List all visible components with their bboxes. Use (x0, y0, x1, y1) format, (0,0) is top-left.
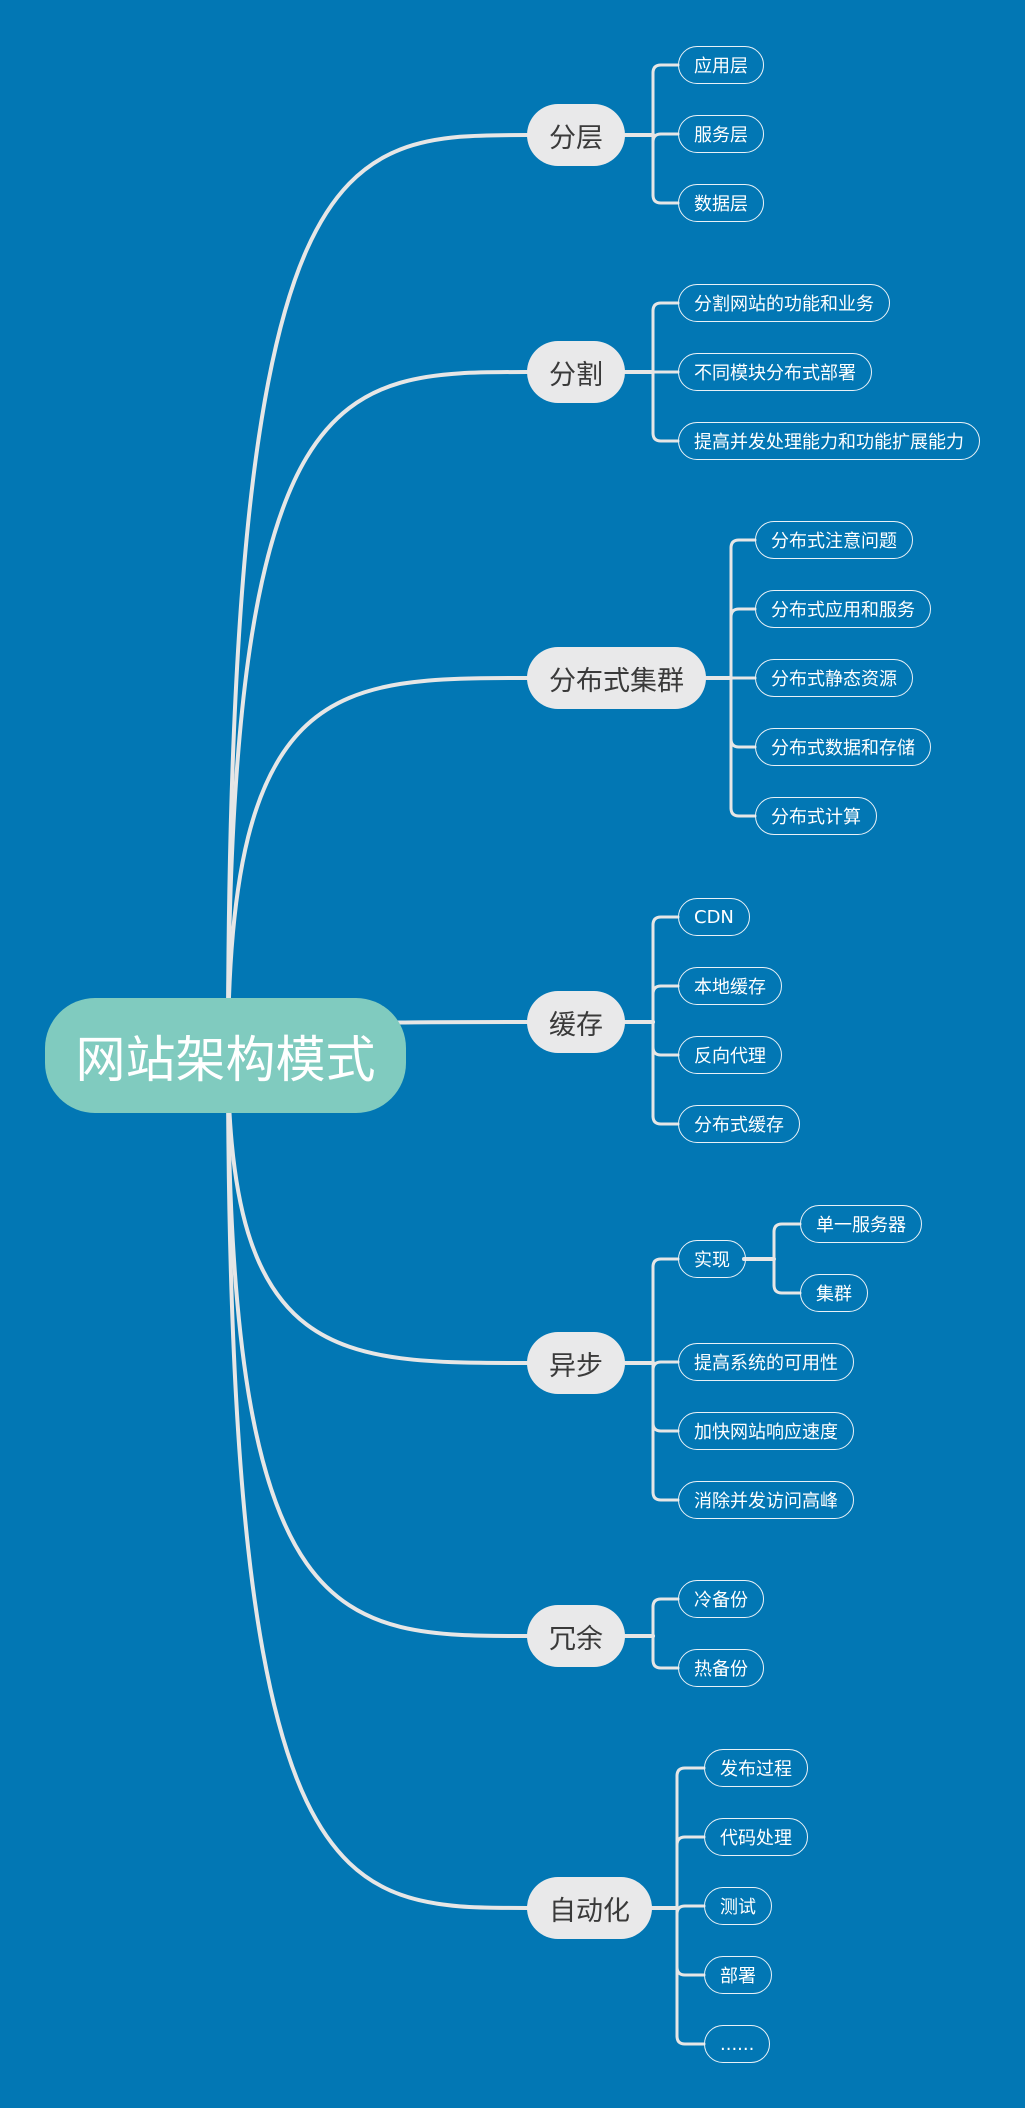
branch-bracket-tick (651, 1045, 680, 1057)
leaf-node[interactable]: 分布式静态资源 (755, 659, 913, 697)
leaf-node[interactable]: 分布式注意问题 (755, 521, 913, 559)
sub-bracket-tick (772, 1283, 802, 1295)
branch-curve (226, 1053, 529, 1910)
leaf-node[interactable]: 代码处理 (704, 1818, 808, 1856)
leaf-node[interactable]: 分布式计算 (755, 797, 877, 835)
leaf-node[interactable]: 分割网站的功能和业务 (678, 284, 890, 322)
sub-leaf-node[interactable]: 集群 (800, 1274, 868, 1312)
branch-bracket-tick (729, 806, 757, 818)
branch-node-2[interactable]: 分布式集群 (527, 647, 706, 709)
branch-bracket-tick (651, 1490, 680, 1502)
branch-bracket-tick (651, 301, 680, 313)
branch-node-4[interactable]: 异步 (527, 1332, 625, 1394)
branch-bracket-tick (651, 1658, 680, 1670)
leaf-node[interactable]: 应用层 (678, 46, 764, 84)
leaf-node[interactable]: CDN (678, 898, 750, 936)
branch-bracket-tick (675, 1835, 706, 1847)
leaf-node[interactable]: 发布过程 (704, 1749, 808, 1787)
branch-curve (226, 676, 529, 1057)
branch-bracket-tick (651, 1421, 680, 1433)
leaf-node[interactable]: 服务层 (678, 115, 764, 153)
branch-bracket-tick (651, 984, 680, 996)
branch-bracket-tick (651, 63, 680, 75)
branch-bracket-tick (729, 607, 757, 619)
branch-node-6[interactable]: 自动化 (527, 1877, 652, 1939)
branch-bracket-tick (729, 538, 757, 550)
root-node[interactable]: 网站架构模式 (45, 998, 406, 1113)
branch-bracket-tick (651, 1114, 680, 1126)
leaf-node[interactable]: 反向代理 (678, 1036, 782, 1074)
leaf-node[interactable]: 加快网站响应速度 (678, 1412, 854, 1450)
branch-bracket-tick (675, 1766, 706, 1778)
leaf-node[interactable]: 分布式应用和服务 (755, 590, 931, 628)
leaf-node[interactable]: 冷备份 (678, 1580, 764, 1618)
leaf-node[interactable]: 本地缓存 (678, 967, 782, 1005)
sub-leaf-node[interactable]: 单一服务器 (800, 1205, 922, 1243)
branch-bracket-tick (675, 1904, 706, 1916)
branch-bracket-tick (675, 1965, 706, 1977)
leaf-node[interactable]: 数据层 (678, 184, 764, 222)
sub-bracket-tick (772, 1222, 802, 1234)
branch-bracket-tick (651, 1360, 680, 1372)
leaf-node[interactable]: 测试 (704, 1887, 772, 1925)
leaf-node[interactable]: ...... (704, 2025, 771, 2063)
leaf-node[interactable]: 分布式数据和存储 (755, 728, 931, 766)
branch-node-3[interactable]: 缓存 (527, 991, 625, 1053)
branch-curve (226, 1053, 529, 1365)
leaf-node[interactable]: 实现 (678, 1240, 746, 1278)
leaf-node[interactable]: 提高系统的可用性 (678, 1343, 854, 1381)
branch-curve (226, 370, 529, 1057)
leaf-node[interactable]: 分布式缓存 (678, 1105, 800, 1143)
branch-curve (226, 133, 529, 1057)
leaf-node[interactable]: 热备份 (678, 1649, 764, 1687)
branch-node-5[interactable]: 冗余 (527, 1605, 625, 1667)
branch-bracket-tick (651, 1257, 680, 1269)
branch-curve (226, 1053, 529, 1638)
branch-bracket-tick (651, 132, 680, 144)
branch-bracket-tick (675, 2034, 706, 2046)
branch-bracket-tick (651, 193, 680, 205)
branch-bracket-tick (651, 915, 680, 927)
branch-node-1[interactable]: 分割 (527, 341, 625, 403)
branch-bracket-tick (729, 737, 757, 749)
branch-bracket-tick (651, 1597, 680, 1609)
leaf-node[interactable]: 部署 (704, 1956, 772, 1994)
branch-bracket-tick (651, 431, 680, 443)
leaf-node[interactable]: 不同模块分布式部署 (678, 353, 872, 391)
leaf-node[interactable]: 消除并发访问高峰 (678, 1481, 854, 1519)
leaf-node[interactable]: 提高并发处理能力和功能扩展能力 (678, 422, 980, 460)
branch-node-0[interactable]: 分层 (527, 104, 625, 166)
